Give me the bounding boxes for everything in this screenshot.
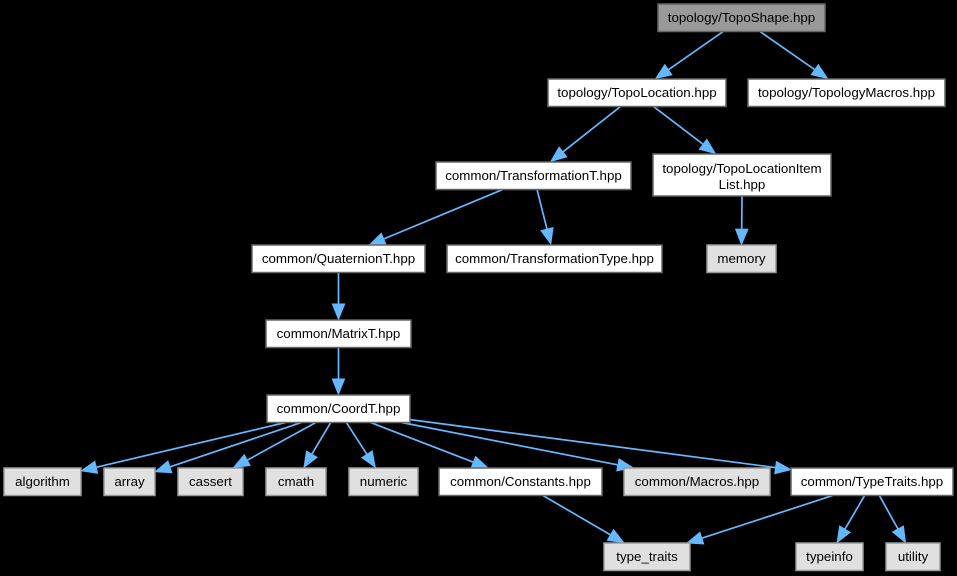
svg-text:common/Macros.hpp: common/Macros.hpp xyxy=(635,474,759,489)
svg-text:common/MatrixT.hpp: common/MatrixT.hpp xyxy=(277,326,401,341)
svg-text:topology/TopoLocationItem: topology/TopoLocationItem xyxy=(662,161,821,176)
svg-text:numeric: numeric xyxy=(360,474,408,489)
svg-text:common/TypeTraits.hpp: common/TypeTraits.hpp xyxy=(801,474,943,489)
svg-text:List.hpp: List.hpp xyxy=(719,177,766,192)
svg-text:topology/TopologyMacros.hpp: topology/TopologyMacros.hpp xyxy=(758,85,935,100)
svg-text:type_traits: type_traits xyxy=(616,549,678,564)
svg-text:common/QuaternionT.hpp: common/QuaternionT.hpp xyxy=(262,251,415,266)
svg-text:topology/TopoShape.hpp: topology/TopoShape.hpp xyxy=(668,10,815,25)
svg-text:common/CoordT.hpp: common/CoordT.hpp xyxy=(277,401,401,416)
svg-text:cassert: cassert xyxy=(189,474,232,489)
svg-text:cmath: cmath xyxy=(278,474,314,489)
svg-text:array: array xyxy=(114,474,145,489)
svg-text:common/Constants.hpp: common/Constants.hpp xyxy=(450,474,591,489)
svg-text:topology/TopoLocation.hpp: topology/TopoLocation.hpp xyxy=(557,85,716,100)
svg-text:common/TransformationT.hpp: common/TransformationT.hpp xyxy=(445,168,622,183)
svg-text:typeinfo: typeinfo xyxy=(806,549,853,564)
svg-text:common/TransformationType.hpp: common/TransformationType.hpp xyxy=(455,251,654,266)
svg-text:algorithm: algorithm xyxy=(15,474,70,489)
svg-text:memory: memory xyxy=(717,251,765,266)
svg-text:utility: utility xyxy=(898,549,929,564)
